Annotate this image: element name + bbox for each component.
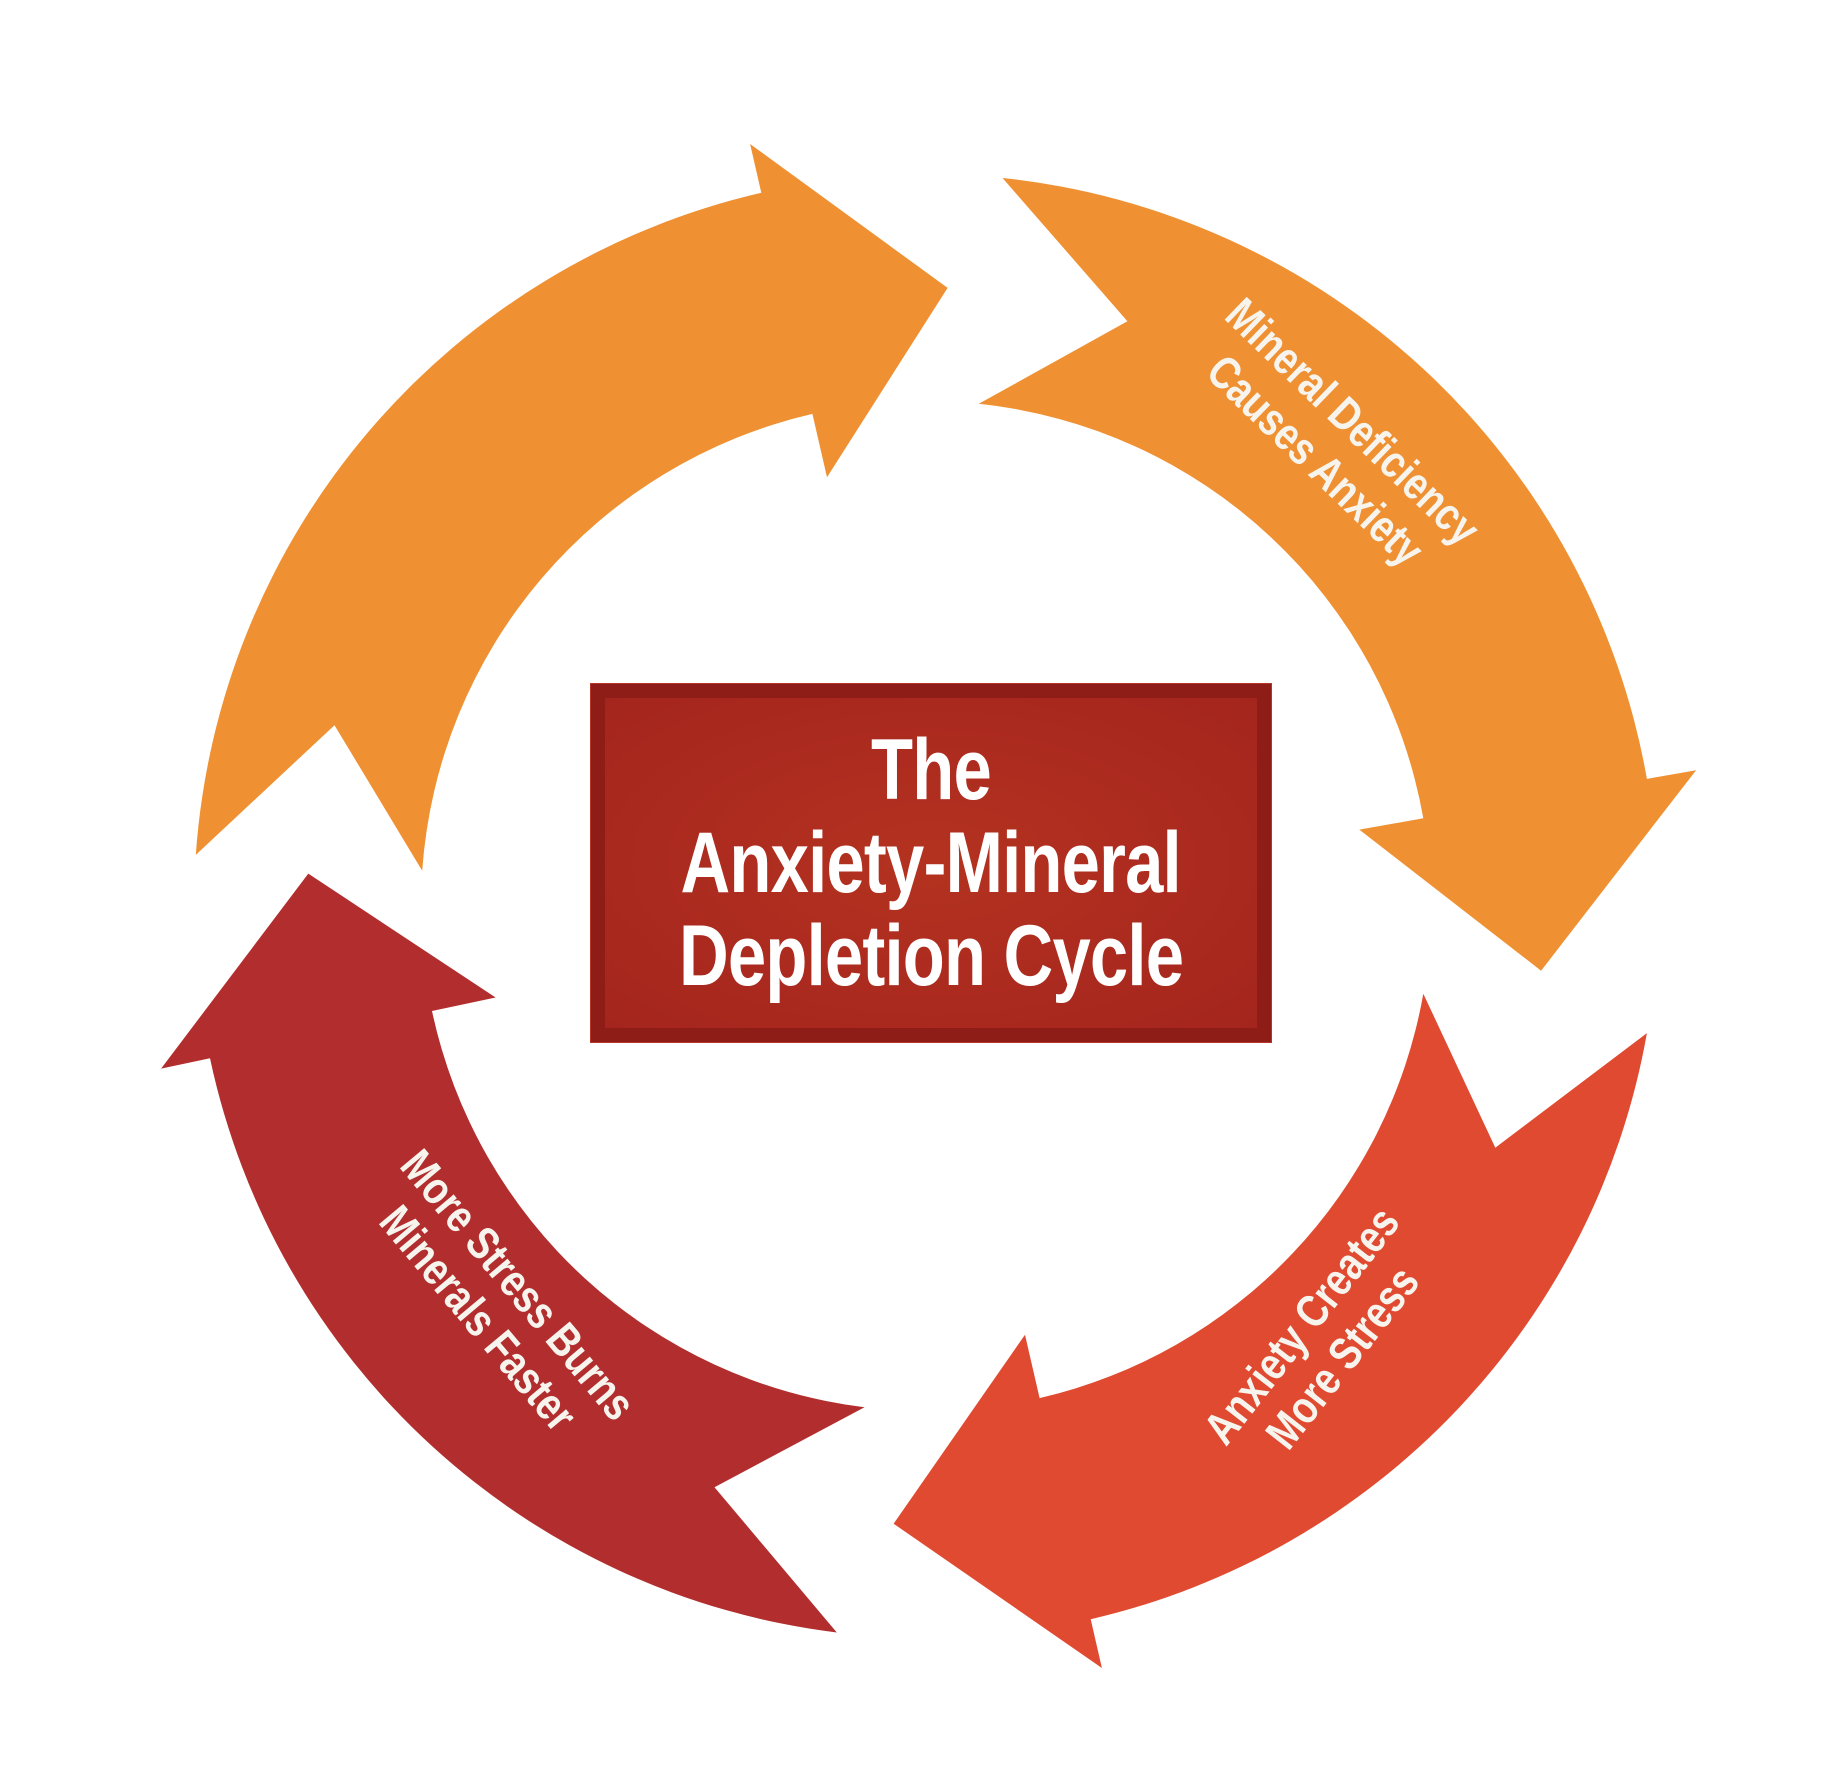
cycle-arrow-orange-left (195, 144, 948, 871)
cycle-ring (161, 144, 1697, 1668)
cycle-arrow-anxiety-stress (893, 993, 1647, 1668)
title-box: The Anxiety-Mineral Depletion Cycle (590, 683, 1272, 1043)
title-line-1: The (871, 721, 992, 818)
title-box-inner: The Anxiety-Mineral Depletion Cycle (605, 698, 1257, 1028)
title-line-2: Anxiety-Mineral (680, 814, 1182, 911)
cycle-arrow-stress-burns (161, 873, 865, 1633)
cycle-arrow-mineral-deficiency (978, 178, 1697, 971)
title-line-3: Depletion Cycle (678, 907, 1184, 1004)
